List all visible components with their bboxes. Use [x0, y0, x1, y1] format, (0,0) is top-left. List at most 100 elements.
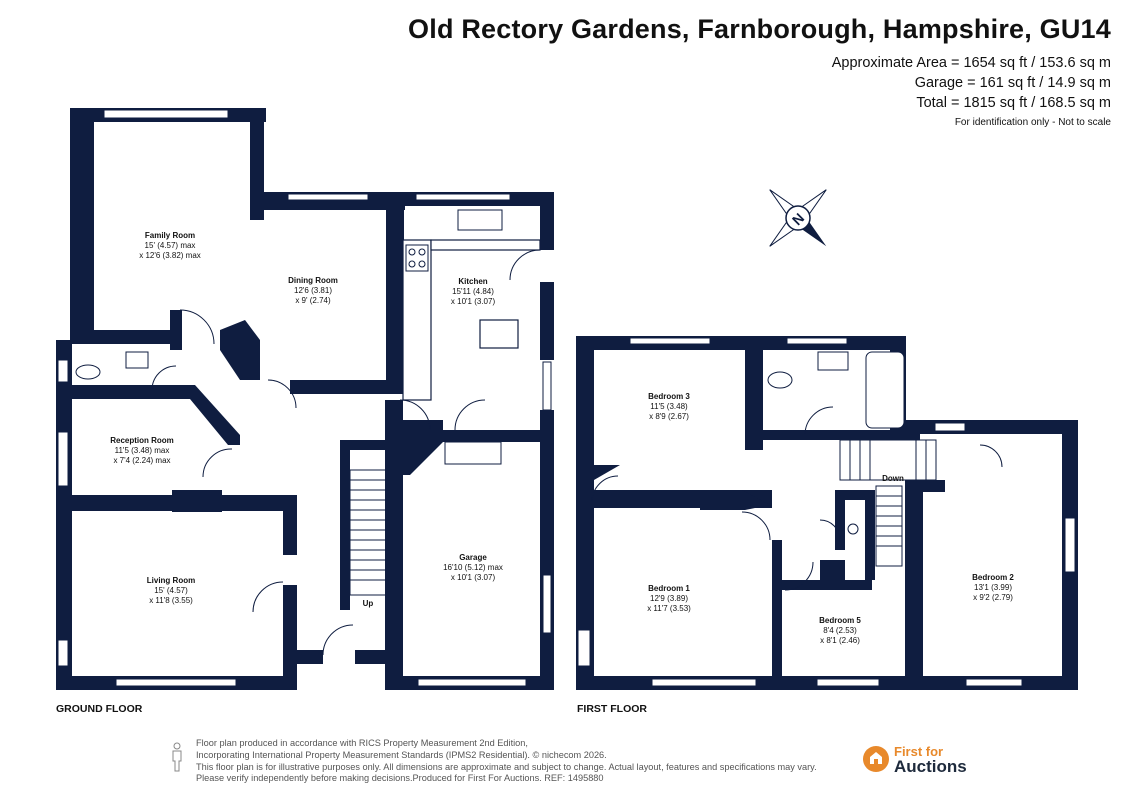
window [542, 574, 552, 634]
window [103, 109, 229, 119]
door-swing [179, 309, 215, 345]
window [57, 359, 69, 383]
wall [865, 490, 875, 580]
bedroom-2-dim2: x 9'2 (2.79) [973, 593, 1013, 602]
bath [865, 351, 905, 429]
property-title: Old Rectory Gardens, Farnborough, Hampsh… [408, 14, 1111, 44]
reception-room-dim2: x 7'4 (2.24) max [113, 456, 170, 465]
wall [283, 585, 297, 690]
window [965, 678, 1023, 687]
door-swing [399, 399, 431, 431]
person-scale-icon [172, 742, 182, 772]
window [57, 639, 69, 667]
window [934, 422, 966, 432]
wall [56, 385, 168, 399]
family-room-dim1: 15' (4.57) max [145, 241, 196, 250]
footer-disclaimer: Floor plan produced in accordance with R… [196, 738, 817, 785]
wall [340, 440, 350, 610]
door-swing [151, 365, 177, 391]
brand-logo: First for Auctions [862, 744, 967, 779]
window [542, 361, 552, 411]
fixtures [75, 209, 905, 535]
window [415, 193, 511, 201]
wall [168, 385, 240, 445]
wall [440, 430, 540, 442]
footer-line-3: This floor plan is for illustrative purp… [196, 761, 817, 772]
family-room-dim2: x 12'6 (3.82) max [139, 251, 201, 260]
wall [220, 320, 260, 380]
wall [430, 239, 541, 251]
walls [56, 108, 1078, 690]
window [629, 337, 711, 345]
stairs-up-label: Up [363, 599, 374, 608]
brand-house-icon [863, 746, 889, 772]
doors [151, 249, 1003, 656]
stairs-ground [349, 469, 387, 596]
living-room-name: Living Room [147, 576, 195, 585]
footer-line-1: Floor plan produced in accordance with R… [196, 738, 528, 748]
door-swing [202, 448, 233, 478]
wall [772, 580, 872, 590]
window [417, 678, 527, 687]
bedroom-3-dim1: 11'5 (3.48) [650, 402, 688, 411]
basin [847, 523, 859, 535]
door-swing [784, 561, 814, 591]
wall [835, 490, 875, 500]
brand-name: Auctions [894, 757, 967, 776]
door-swing [267, 379, 297, 409]
approximate-area: Approximate Area = 1654 sq ft / 153.6 sq… [831, 55, 1111, 71]
door-swing [804, 406, 834, 436]
wall [386, 192, 404, 392]
wall [576, 336, 906, 350]
identification-note: For identification only - Not to scale [954, 117, 1111, 128]
bedroom-3-name: Bedroom 3 [648, 392, 690, 401]
bedroom-1-name: Bedroom 1 [648, 584, 690, 593]
first-floor-label: FIRST FLOOR [577, 703, 647, 715]
brand-tagline: First for [894, 744, 944, 759]
kitchen-name: Kitchen [458, 277, 487, 286]
compass-icon [769, 189, 827, 247]
wall [283, 495, 297, 555]
bedroom-1-dim1: 12'9 (3.89) [650, 594, 688, 603]
kitchen-sink [457, 209, 503, 231]
door-swing [741, 511, 771, 541]
wall [760, 430, 920, 440]
wall [290, 380, 410, 394]
window [651, 678, 757, 687]
wall [385, 400, 403, 690]
window [816, 678, 880, 687]
bedroom-1-dim2: x 11'7 (3.53) [647, 604, 691, 613]
door-swing [591, 475, 619, 503]
wall [835, 490, 845, 550]
door-swing [454, 399, 486, 431]
window [115, 678, 237, 687]
wall [355, 650, 385, 664]
wall [479, 319, 519, 349]
living-room-dim1: 15' (4.57) [154, 586, 188, 595]
stairs-down-label: Down [882, 474, 904, 483]
window [1064, 517, 1076, 573]
wall [905, 480, 945, 492]
wall [905, 480, 923, 690]
windows [57, 109, 1076, 687]
wall [172, 490, 222, 512]
wall [540, 410, 554, 690]
reception-room-dim1: 11'5 (3.48) max [115, 446, 170, 455]
wall [340, 440, 385, 450]
wall [820, 560, 845, 580]
garage-name: Garage [459, 553, 487, 562]
wc [75, 364, 101, 380]
bedroom-2-dim1: 13'1 (3.99) [974, 583, 1012, 592]
garage-unit [444, 441, 502, 465]
bedroom-5-name: Bedroom 5 [819, 616, 861, 625]
reception-room-name: Reception Room [110, 436, 174, 445]
window [577, 629, 591, 667]
footer-line-2: Incorporating International Property Mea… [196, 749, 607, 760]
door-swing [979, 444, 1003, 468]
bedroom-3-dim2: x 8'9 (2.67) [649, 412, 689, 421]
wall [772, 540, 782, 685]
wall [283, 650, 323, 664]
garage-area: Garage = 161 sq ft / 14.9 sq m [914, 75, 1111, 91]
wall [56, 340, 72, 690]
